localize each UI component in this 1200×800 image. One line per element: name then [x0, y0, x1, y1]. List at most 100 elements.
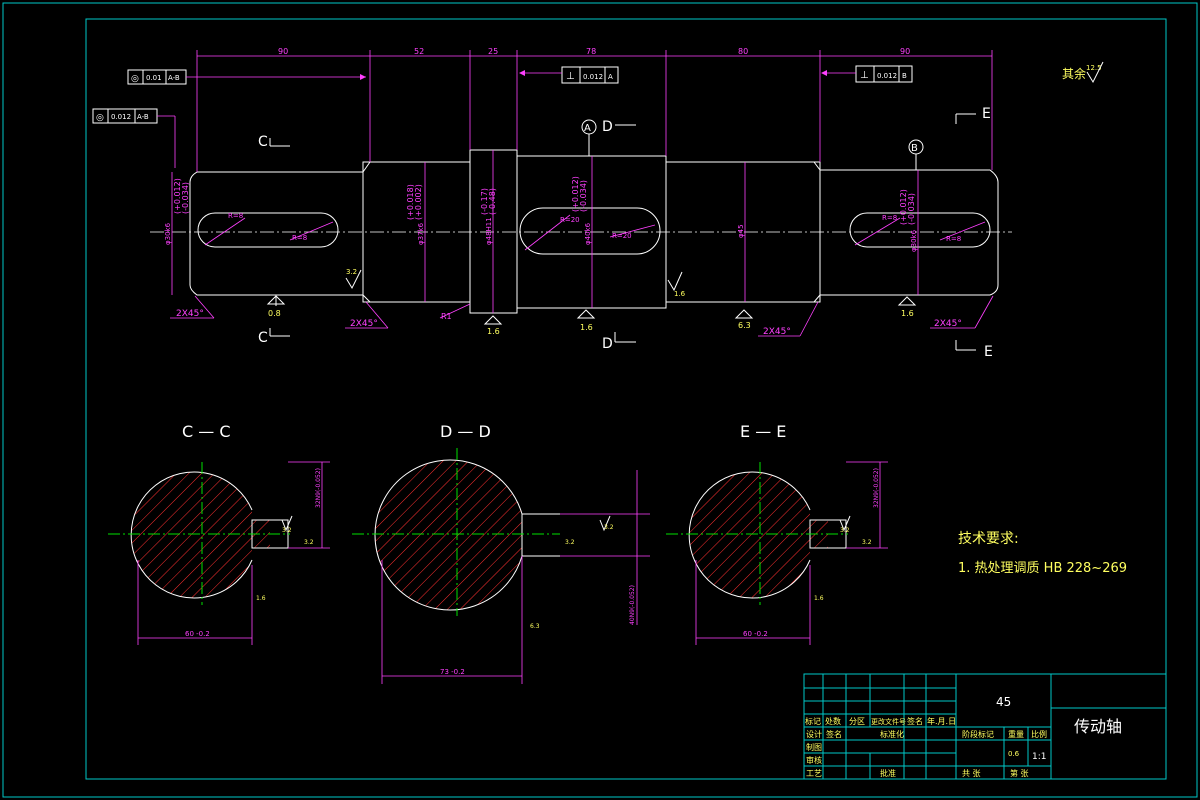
top-dim: 90: [278, 47, 288, 56]
svg-text:◎: ◎: [96, 113, 104, 123]
svg-text:R1: R1: [441, 312, 452, 321]
chamfer-label: 2X45°: [763, 327, 791, 337]
tb-cell: 制图: [806, 742, 822, 752]
tolerance-label: (+0.012): [899, 189, 908, 225]
geo-tolerance-frame-2: ◎ 0.012 A-B: [92, 108, 176, 168]
svg-text:73 -0.2: 73 -0.2: [440, 668, 465, 676]
svg-text:32N9(-0.052): 32N9(-0.052): [873, 468, 880, 508]
material-label: 45: [996, 695, 1011, 709]
svg-text:E: E: [982, 106, 991, 122]
datum-a-marker: A: [581, 119, 597, 156]
section-title-e: E — E: [740, 422, 786, 441]
tb-cell: 标准化: [880, 729, 904, 739]
svg-text:1.6: 1.6: [256, 595, 266, 602]
svg-text:1.6: 1.6: [901, 309, 914, 318]
tb-cell: 阶段标记: [962, 729, 994, 739]
svg-text:3.2: 3.2: [840, 527, 850, 534]
section-title-d: D — D: [440, 422, 491, 441]
top-dim: 78: [586, 47, 596, 56]
roughness-symbol: 1.6: [576, 309, 596, 332]
tb-cell: 共 张: [962, 769, 981, 778]
radius-label: R=8: [292, 234, 307, 242]
tolerance-label: (+0.018): [406, 184, 415, 220]
svg-text:32N9(-0.052): 32N9(-0.052): [315, 468, 322, 508]
section-views: C — C D — D E — E 60 -0.2 32N9(-0.052) 3…: [108, 422, 888, 684]
diameter-label: φ40k6: [584, 222, 592, 245]
geo-tolerance-frame-1: ◎ 0.01 A-B: [127, 69, 366, 85]
svg-text:3.2: 3.2: [304, 539, 314, 546]
svg-text:0.012: 0.012: [583, 73, 603, 81]
svg-text:3.2: 3.2: [282, 527, 292, 534]
svg-text:⊥: ⊥: [860, 70, 869, 81]
top-dim: 52: [414, 47, 424, 56]
tb-cell: 标记: [805, 716, 821, 726]
tolerance-label: (-0.034): [907, 193, 916, 225]
diameter-label: φ48H11: [485, 217, 493, 245]
section-d: 73 -0.2 40N9(-0.052) 3.2 3.2 6.3: [352, 448, 650, 684]
tolerance-label: (-0.17): [480, 188, 489, 215]
svg-text:0.8: 0.8: [268, 309, 281, 318]
roughness-symbol: 1.6: [897, 296, 917, 318]
section-mark-d-bottom: D: [602, 332, 636, 352]
tb-cell: 年.月.日: [927, 716, 956, 726]
shaft-main-view: R=8 R=8 R=20 R=20 R=8 R=8 φ30k6 (+0.012)…: [92, 47, 1104, 360]
tolerance-label: (+0.012): [173, 178, 182, 214]
geo-tolerance-frame-4: ⊥ 0.012 B: [821, 65, 913, 83]
inner-frame: [85, 18, 1167, 780]
svg-text:A: A: [584, 123, 591, 134]
diameter-label: φ30k6: [164, 222, 172, 245]
technical-requirements: 技术要求: 1. 热处理调质 HB 228~269: [958, 531, 1127, 576]
roughness-symbol: 1.6: [483, 315, 503, 336]
tb-cell: 工艺: [806, 769, 822, 778]
tech-req-item: 1. 热处理调质 HB 228~269: [958, 561, 1127, 576]
svg-text:3.2: 3.2: [565, 539, 575, 546]
svg-text:C: C: [258, 330, 268, 346]
radius-label: R=8: [228, 212, 243, 220]
top-dim: 25: [488, 47, 498, 56]
radius-label: R=8: [882, 214, 897, 222]
keyway-right: [849, 212, 991, 248]
tb-cell: 重量: [1008, 729, 1024, 739]
keyway-left: [197, 212, 339, 248]
tolerance-label: (+0.012): [571, 176, 580, 212]
diameter-label: φ45: [737, 224, 745, 238]
svg-text:⊥: ⊥: [566, 71, 575, 82]
svg-text:A-B: A-B: [137, 113, 149, 121]
svg-text:0.012: 0.012: [111, 113, 131, 121]
svg-text:1.6: 1.6: [580, 323, 593, 332]
top-dim: 80: [738, 47, 748, 56]
svg-text:1.6: 1.6: [814, 595, 824, 602]
section-e: 60 -0.2 32N9(-0.052) 3.2 3.2 1.6: [666, 461, 888, 645]
svg-text:3.2: 3.2: [862, 539, 872, 546]
roughness-symbol: 1.6: [667, 271, 686, 298]
svg-text:1.6: 1.6: [487, 327, 500, 336]
tb-cell: 签名: [826, 729, 842, 739]
svg-text:◎: ◎: [131, 74, 139, 84]
svg-text:A-B: A-B: [168, 74, 180, 82]
keyway-middle: [519, 207, 661, 255]
svg-text:3.2: 3.2: [604, 524, 614, 531]
radius-label: R=20: [560, 216, 580, 224]
section-c: 60 -0.2 32N9(-0.052) 3.2 3.2 1.6: [108, 461, 330, 645]
chamfer-label: 2X45°: [350, 319, 378, 329]
chamfer-label: 2X45°: [934, 319, 962, 329]
tb-cell: 审核: [806, 755, 822, 765]
svg-text:B: B: [911, 143, 918, 154]
roughness-symbol: 0.8: [266, 295, 286, 318]
tb-cell: 第 张: [1010, 768, 1029, 778]
tolerance-label: (+0.002): [414, 184, 423, 220]
tb-cell: 签名: [907, 716, 923, 726]
section-mark-e-top: E: [955, 106, 991, 124]
svg-text:60 -0.2: 60 -0.2: [185, 630, 210, 638]
section-mark-e-bottom: E: [955, 340, 993, 360]
svg-text:1.6: 1.6: [674, 290, 686, 298]
diameter-label: φ30k6: [910, 229, 918, 252]
svg-text:60 -0.2: 60 -0.2: [743, 630, 768, 638]
radius-label: R=8: [946, 235, 961, 243]
radius-note: R1: [439, 303, 471, 321]
datum-b-marker: B: [908, 139, 924, 170]
svg-text:B: B: [902, 72, 907, 80]
section-mark-d-top: D: [602, 119, 636, 135]
section-mark-c-top: C: [258, 134, 290, 150]
